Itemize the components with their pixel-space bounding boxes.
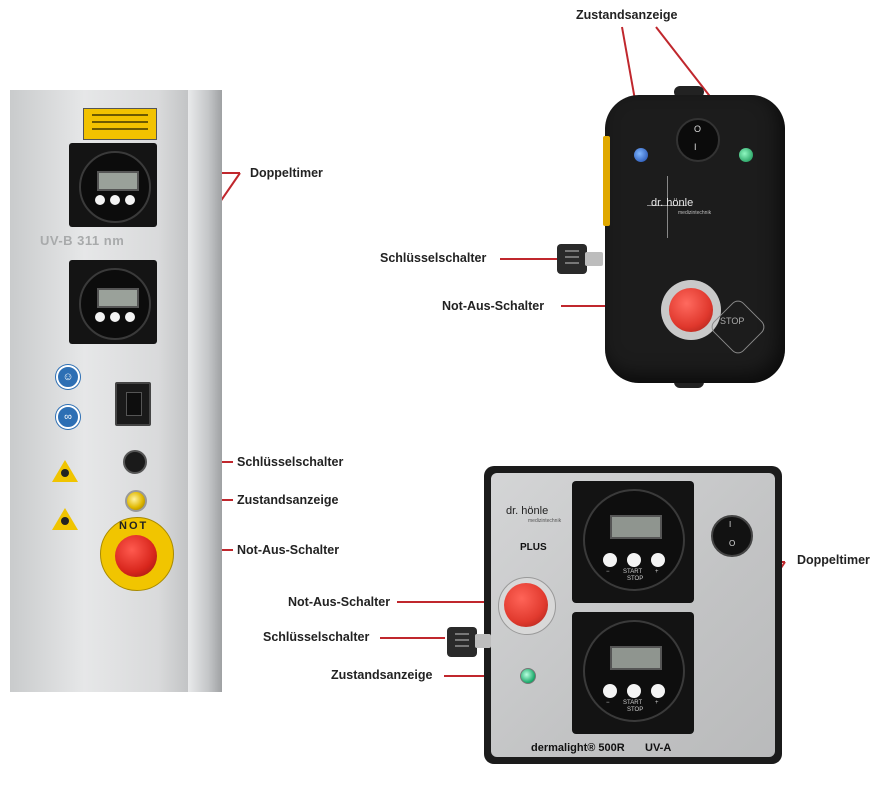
grey-uv-type-label: UV-A	[645, 742, 672, 754]
timer-minus-label: −	[606, 569, 610, 575]
black-key-blade	[585, 252, 603, 266]
timer-plus-button[interactable]	[651, 553, 665, 567]
grey-emergency-stop-button[interactable]	[504, 583, 548, 627]
uv-warning-icon	[52, 460, 78, 482]
timer-plus-button[interactable]	[125, 195, 135, 205]
left-key-switch[interactable]	[123, 450, 147, 474]
timer-start-button[interactable]	[627, 553, 641, 567]
label-schluesselschalter-left: Schlüsselschalter	[237, 455, 344, 469]
left-emergency-stop-button[interactable]	[115, 535, 157, 577]
timer-start-label: START	[623, 569, 643, 575]
switch-off-mark: O	[729, 539, 736, 548]
timer-minus-button[interactable]	[603, 553, 617, 567]
timer-plus-button[interactable]	[125, 312, 135, 322]
black-key[interactable]	[557, 244, 587, 274]
grey-model-label: dermalight® 500R	[531, 742, 625, 754]
brand-crosshair-vertical	[667, 176, 668, 238]
label-schluesselschalter-right: Schlüsselschalter	[263, 630, 370, 644]
timer-start-button[interactable]	[110, 195, 120, 205]
grey-edition-label: PLUS	[520, 542, 547, 553]
left-power-switch[interactable]	[115, 382, 151, 426]
timer-minus-label: −	[606, 700, 610, 706]
black-power-switch[interactable]: O I	[676, 118, 720, 162]
label-not-aus-right: Not-Aus-Schalter	[288, 595, 391, 609]
brand-crosshair-horizontal	[647, 205, 687, 206]
label-schluesselschalter-top: Schlüsselschalter	[380, 251, 487, 265]
timer-display	[97, 171, 139, 191]
timer-dial: − START STOP +	[583, 489, 685, 591]
timer-start-button[interactable]	[627, 684, 641, 698]
timer-minus-button[interactable]	[95, 195, 105, 205]
black-brand-subtitle: medizintechnik	[678, 210, 712, 216]
timer-display	[610, 646, 662, 670]
switch-off-mark: O	[694, 124, 702, 134]
left-timer-upper[interactable]	[69, 143, 157, 227]
left-estop-collar: NOT	[100, 517, 174, 591]
stop-symbol-text: STOP	[720, 316, 745, 326]
blue-status-led	[634, 148, 648, 162]
timer-start-button[interactable]	[110, 312, 120, 322]
grey-status-led	[520, 668, 536, 684]
timer-display	[610, 515, 662, 539]
left-timer-lower[interactable]	[69, 260, 157, 344]
timer-dial	[79, 268, 151, 340]
timer-stop-label: STOP	[627, 576, 644, 582]
protective-clothing-icon: ☺	[56, 365, 80, 389]
grey-brand-subtitle: medizintechnik	[528, 518, 562, 524]
timer-plus-label: +	[655, 569, 659, 575]
timer-start-label: START	[623, 700, 643, 706]
left-model-label: UV-B 311 nm	[40, 233, 125, 248]
grey-key[interactable]	[447, 627, 477, 657]
label-zustandsanzeige-left: Zustandsanzeige	[237, 493, 339, 507]
grey-timer-lower[interactable]: − START STOP +	[572, 612, 694, 734]
timer-plus-button[interactable]	[651, 684, 665, 698]
label-doppeltimer-right: Doppeltimer	[797, 553, 870, 567]
label-not-aus-left: Not-Aus-Schalter	[237, 543, 340, 557]
left-device-column-edge	[188, 90, 222, 692]
timer-dial	[79, 151, 151, 223]
green-status-led	[739, 148, 753, 162]
timer-plus-label: +	[655, 700, 659, 706]
safety-goggles-icon: ∞	[56, 405, 80, 429]
label-zustandsanzeige-right: Zustandsanzeige	[331, 668, 433, 682]
laser-warning-label	[83, 108, 157, 140]
black-emergency-stop-button[interactable]	[669, 288, 713, 332]
timer-stop-label: STOP	[627, 707, 644, 713]
estop-collar-text: NOT	[119, 520, 149, 532]
switch-on-mark: I	[729, 520, 732, 529]
grey-power-switch[interactable]: I O	[711, 515, 753, 557]
grey-key-blade	[475, 634, 491, 648]
timer-display	[97, 288, 139, 308]
switch-on-mark: I	[694, 142, 697, 152]
left-status-led	[125, 490, 147, 512]
timer-minus-button[interactable]	[95, 312, 105, 322]
black-device-yellow-strip	[603, 136, 610, 226]
laser-warning-icon	[52, 508, 78, 530]
label-doppeltimer-left: Doppeltimer	[250, 166, 323, 180]
label-zustandsanzeige-top: Zustandsanzeige	[576, 8, 678, 22]
grey-timer-upper[interactable]: − START STOP +	[572, 481, 694, 603]
grey-brand-logo: dr. hönle	[506, 505, 549, 517]
timer-dial: − START STOP +	[583, 620, 685, 722]
timer-minus-button[interactable]	[603, 684, 617, 698]
black-brand-logo: dr. hönle	[651, 197, 694, 209]
label-not-aus-top: Not-Aus-Schalter	[442, 299, 545, 313]
